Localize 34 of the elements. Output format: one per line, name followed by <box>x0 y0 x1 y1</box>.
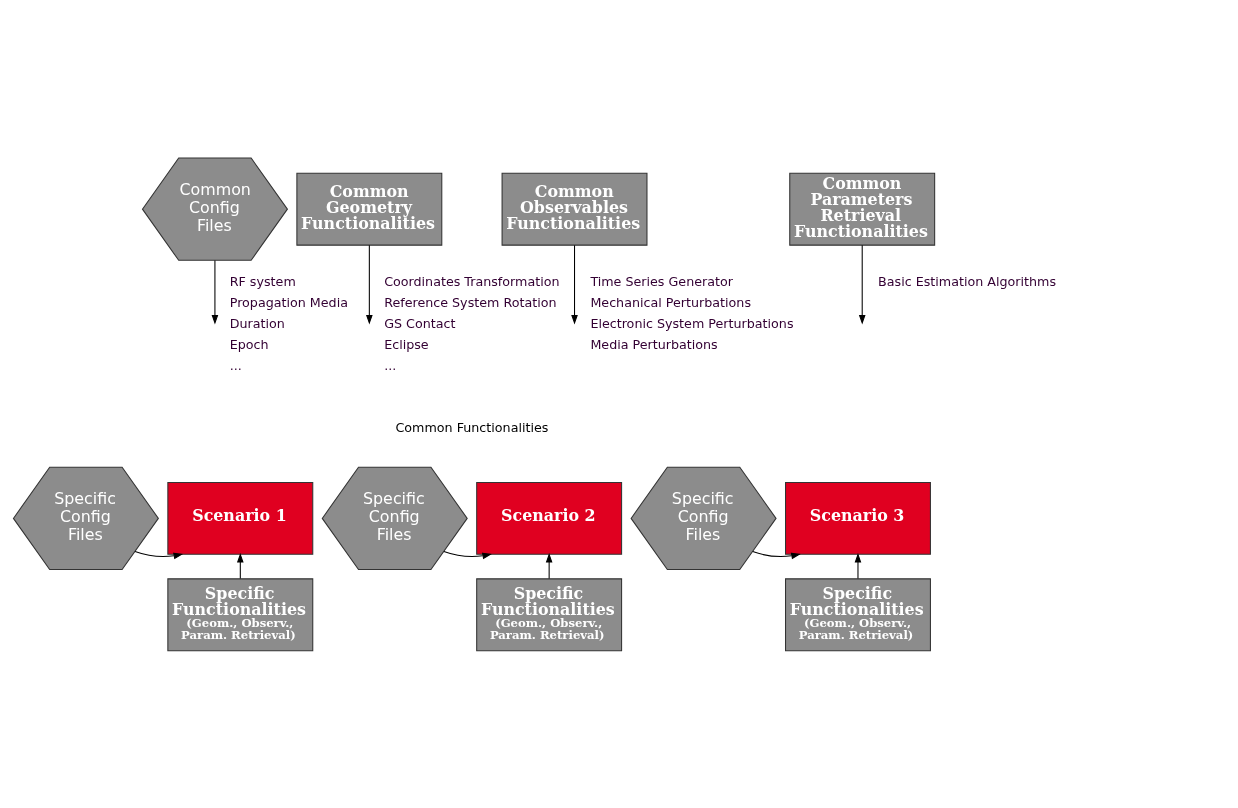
arrow <box>366 244 373 325</box>
node-label: Reference System Rotation <box>384 294 557 310</box>
node-label: Eclipse <box>384 336 429 352</box>
node-box: Specific Functionalities (Geom., Observ., Param. Retrieval) <box>785 577 931 651</box>
node-label: Media Perturbations <box>590 336 718 352</box>
node-label: Basic Estimation Algorithms <box>878 273 1057 289</box>
node-label: Coordinates Transformation <box>384 273 560 289</box>
node-box: Specific Functionalities (Geom., Observ., Param. Retrieval) <box>476 577 623 651</box>
node-label: GS Contact <box>384 315 456 331</box>
arrow <box>571 244 578 325</box>
node-box: Scenario 2 <box>476 481 623 555</box>
arrow <box>858 244 866 325</box>
node-label: Epoch <box>229 336 269 352</box>
node-box: Common Parameters Retrieval Functionalities <box>789 172 936 246</box>
node-label: Electronic System Perturbations <box>590 315 794 331</box>
arrow <box>443 550 492 559</box>
node-box: Common Observables Functionalities <box>501 172 648 246</box>
node-label: Duration <box>229 315 285 331</box>
arrow <box>134 550 184 559</box>
node-box: Specific Functionalities (Geom., Observ., Param. Retrieval) <box>167 577 314 651</box>
node-label: Mechanical Perturbations <box>590 294 752 310</box>
node-box: Common Geometry Functionalities <box>296 172 443 246</box>
arrow <box>854 552 862 579</box>
node-label: ... <box>384 357 397 373</box>
node-label: Time Series Generator <box>590 273 733 289</box>
arrow <box>752 550 801 559</box>
label: Common Functionalities <box>395 419 549 435</box>
arrow <box>545 552 553 579</box>
node-label: RF system <box>229 273 296 289</box>
node-label: Propagation Media <box>229 294 348 310</box>
arrow <box>211 259 219 325</box>
node-box: Scenario 1 <box>167 481 314 555</box>
node-label: ... <box>229 357 242 373</box>
node-box: Scenario 3 <box>785 481 931 555</box>
